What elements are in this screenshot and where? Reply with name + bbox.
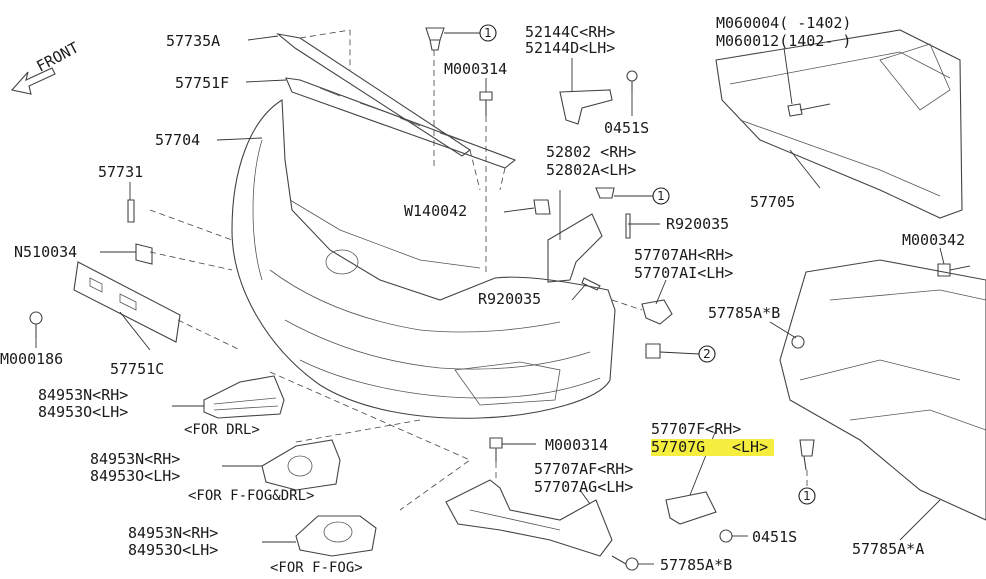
callout-1-bottom-label: 1 (803, 489, 811, 503)
label-57707g: 57707G (651, 438, 705, 456)
bracket-52144 (559, 89, 613, 125)
label-57707ag: 57707AG<LH> (534, 478, 633, 496)
label-84953n-fog: 84953N<RH> (128, 524, 218, 542)
label-57707ai: 57707AI<LH> (634, 264, 733, 282)
bolt-m000342 (937, 263, 971, 277)
label-0451s-bottom: 0451S (752, 528, 797, 546)
label-57785aa: 57785A*A (852, 540, 924, 558)
note-for-fog-drl: <FOR F-FOG&DRL> (188, 488, 314, 504)
bolt-m000314-top (479, 91, 493, 116)
top-clip (425, 27, 445, 51)
front-label: FRONT (33, 38, 81, 75)
clip-w140042 (533, 199, 551, 215)
callout-2-label: 2 (703, 347, 711, 361)
label-57751f: 57751F (175, 74, 229, 92)
label-r920035-right: R920035 (666, 215, 729, 233)
label-57751c: 57751C (110, 360, 164, 378)
label-n510034: N510034 (14, 243, 77, 261)
callout-1-mid-label: 1 (657, 189, 665, 203)
upper-strip (276, 29, 517, 191)
front-arrow-icon (10, 67, 56, 95)
label-m000314-top: M000314 (444, 60, 507, 78)
label-84953n-fogdrl: 84953N<RH> (90, 450, 180, 468)
fog-cover-drl (203, 375, 285, 419)
label-57707ah: 57707AH<RH> (634, 246, 733, 264)
label-57704: 57704 (155, 131, 200, 149)
lower-lip (73, 261, 181, 343)
note-for-fog: <FOR F-FOG> (270, 560, 363, 576)
bolt-m000314-mid (489, 437, 503, 462)
clip-callout-2 (645, 343, 661, 359)
label-0451s-top: 0451S (604, 119, 649, 137)
callout-1-top-label: 1 (484, 26, 492, 40)
label-w140042: W140042 (404, 202, 467, 220)
bolt-m060004 (787, 103, 831, 117)
pin-r920035-right (625, 213, 631, 239)
screw-m000186 (29, 311, 43, 338)
fog-cover-fog-drl (261, 439, 341, 491)
label-57705: 57705 (750, 193, 795, 211)
label-57731: 57731 (98, 163, 143, 181)
bracket-57707f (665, 491, 717, 525)
label-57707af: 57707AF<RH> (534, 460, 633, 478)
clip-callout-1-mid (595, 187, 615, 199)
label-52144c: 52144C<RH> (525, 23, 615, 41)
label-52144d: 52144D<LH> (525, 39, 615, 57)
reinforcement-beam (715, 29, 963, 219)
fog-cover-fog (295, 515, 377, 557)
pin-r920035-bottom (581, 277, 601, 291)
label-m000314-mid: M000314 (545, 436, 608, 454)
bracket-57707ah (641, 299, 673, 325)
bolt-0451s-top (626, 70, 638, 92)
label-57707g-lh: <LH> (732, 438, 768, 456)
label-84953o-fogdrl: 84953O<LH> (90, 467, 180, 485)
label-57785ab-mid: 57785A*B (708, 304, 780, 322)
highlight-57707g (651, 439, 774, 456)
label-m060012: M060012(1402- ) (716, 32, 851, 50)
bracket-52802 (547, 213, 603, 283)
label-52802: 52802 <RH> (546, 143, 636, 161)
label-57707f: 57707F<RH> (651, 420, 741, 438)
bolt-57785ab-mid (791, 335, 805, 349)
label-m000342: M000342 (902, 231, 965, 249)
label-84953n-drl: 84953N<RH> (38, 386, 128, 404)
label-84953o-fog: 84953O<LH> (128, 541, 218, 559)
clip-57731 (127, 199, 135, 223)
note-for-drl: <FOR DRL> (184, 422, 260, 438)
label-57785ab-bottom: 57785A*B (660, 556, 732, 574)
label-57735a: 57735A (166, 32, 220, 50)
label-m060004: M060004( -1402) (716, 14, 851, 32)
clip-callout-1-bottom (799, 439, 815, 471)
under-cover (779, 259, 986, 521)
bolt-57785ab-bottom (611, 555, 639, 571)
label-52802a: 52802A<LH> (546, 161, 636, 179)
label-r920035-bottom: R920035 (478, 290, 541, 308)
label-84953o-drl: 84953O<LH> (38, 403, 128, 421)
callout-1-bottom (798, 487, 816, 505)
bracket-57707af (445, 479, 613, 557)
clip-n510034 (135, 243, 153, 265)
label-m000186: M000186 (0, 350, 63, 368)
leader-lines (35, 35, 945, 565)
bolt-0451s-bottom (719, 529, 733, 543)
bumper-cover (231, 99, 616, 419)
